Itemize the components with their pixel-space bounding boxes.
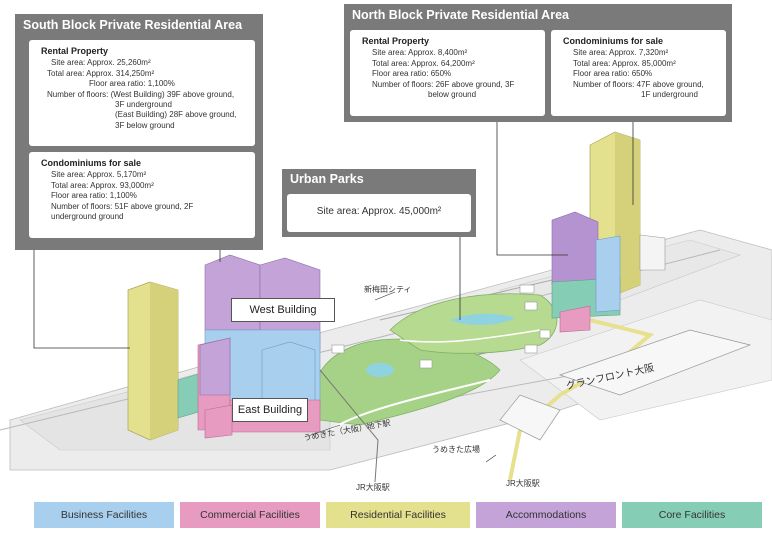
south-condo-card: Condominiums for sale Site area: Approx.… [29, 152, 255, 238]
north-rental-total-area: Total area: Approx. 64,200m² [372, 58, 475, 68]
grand-front-building [499, 394, 561, 441]
park-pond [366, 363, 394, 377]
legend-residential: Residential Facilities [326, 502, 470, 528]
jr-osaka-station-label: JR大阪駅 [356, 483, 390, 492]
north-condo-floors-2: 1F underground [641, 90, 698, 100]
north-condo-floors: Number of floors: 47F above ground, [573, 79, 704, 89]
north-condo-total-area: Total area: Approx. 85,000m² [573, 58, 676, 68]
north-condo-title: Condominiums for sale [563, 36, 664, 46]
north-rental-floors-2: below ground [428, 90, 477, 100]
commercial-podium [204, 404, 233, 439]
legend-accommodations: Accommodations [476, 502, 616, 528]
leader-line [374, 291, 396, 301]
grand-front-building [558, 329, 752, 396]
south-rental-total-area: Total area: Approx. 314,250m² [47, 68, 155, 78]
north-rental-card: Rental Property Site area: Approx. 8,400… [350, 30, 545, 116]
east-building-label: East Building [232, 398, 308, 422]
north-rental-far: Floor area ratio: 650% [372, 69, 452, 79]
legend-business: Business Facilities [34, 502, 174, 528]
pavilion [519, 284, 535, 294]
south-rental-card: Rental Property Site area: Approx. 25,26… [29, 40, 255, 146]
jr-osaka-station-label-2: JR大阪駅 [506, 479, 540, 488]
south-rental-floors: Number of floors: (West Building) 39F ab… [47, 89, 235, 99]
north-block-header: North Block Private Residential Area [344, 4, 732, 26]
shin-umeda-city-label: 新梅田シティ [364, 285, 412, 294]
north-rental-floors: Number of floors: 26F above ground, 3F [372, 79, 515, 89]
pavilion [524, 301, 538, 311]
park-path [399, 329, 541, 343]
south-condo-floors-2: underground ground [51, 212, 124, 222]
urban-parks-card: Site area: Approx. 45,000m² [287, 194, 471, 232]
umekita-plaza-label: うめきた広場 [432, 445, 480, 454]
leader-line [33, 248, 130, 349]
north-accommodation [551, 211, 599, 286]
south-condo-far: Floor area ratio: 1,100% [51, 191, 137, 201]
urban-parks-site-area: Site area: Approx. 45,000m² [316, 206, 442, 217]
pavilion [539, 329, 551, 339]
west-building-label: West Building [231, 298, 335, 322]
south-rental-far: Floor area ratio: 1,100% [89, 79, 175, 89]
north-rental-title: Rental Property [362, 36, 430, 46]
pavilion [524, 344, 538, 354]
south-rental-site-area: Site area: Approx. 25,260m² [51, 58, 151, 68]
south-condo-title: Condominiums for sale [41, 158, 142, 168]
south-rental-floors-4: 3F below ground [115, 120, 175, 130]
pavilion [331, 344, 345, 354]
leader-line [485, 454, 497, 463]
leader-line [496, 115, 568, 256]
park-pond [450, 313, 515, 326]
south-condo-total-area: Total area: Approx. 93,000m² [51, 180, 154, 190]
north-low-building [639, 234, 666, 271]
south-rental-floors-2: 3F underground [115, 100, 172, 110]
north-condo-far: Floor area ratio: 650% [573, 69, 653, 79]
legend-core: Core Facilities [622, 502, 762, 528]
urban-parks-header: Urban Parks [282, 169, 476, 189]
south-block-header: South Block Private Residential Area [15, 14, 263, 36]
south-condo-site-area: Site area: Approx. 5,170m² [51, 170, 147, 180]
north-condo-card: Condominiums for sale Site area: Approx.… [551, 30, 726, 116]
north-condo-site-area: Site area: Approx. 7,320m² [573, 48, 669, 58]
south-rental-floors-3: (East Building) 28F above ground, [115, 110, 237, 120]
leader-line [307, 424, 341, 437]
south-condo-floors: Number of floors: 51F above ground, 2F [51, 201, 194, 211]
north-commercial [559, 305, 591, 333]
park-path [329, 379, 491, 431]
north-business [595, 235, 621, 313]
leader-line [319, 369, 379, 483]
north-rental-site-area: Site area: Approx. 8,400m² [372, 48, 468, 58]
legend-commercial: Commercial Facilities [180, 502, 320, 528]
commercial-podium [199, 337, 231, 396]
south-rental-title: Rental Property [41, 46, 109, 56]
pavilion [419, 359, 433, 369]
